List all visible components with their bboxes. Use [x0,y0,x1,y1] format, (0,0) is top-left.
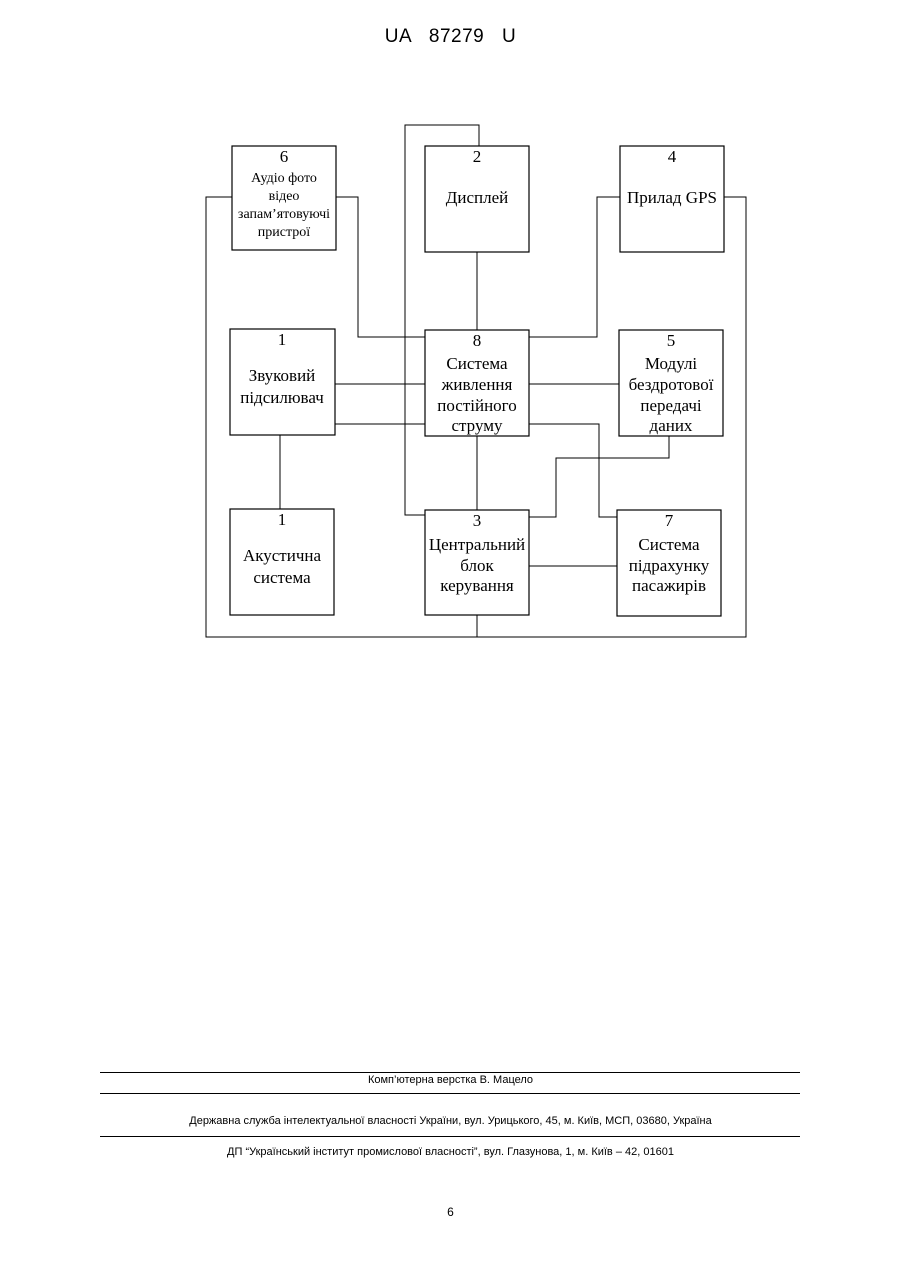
block-wireless-modules: 5 Модулі бездротової передачі даних [619,330,723,436]
block-label-line: система [253,568,311,587]
block-number: 8 [473,331,482,350]
block-label-line: Акустична [243,546,322,565]
block-label-line: підрахунку [629,556,710,575]
block-number: 2 [473,147,482,166]
footer-rule [100,1136,800,1137]
block-passenger-counter: 7 Система підрахунку пасажирів [617,510,721,616]
block-number: 3 [473,511,482,530]
block-number: 6 [280,147,289,166]
block-label-line: блок [460,556,494,575]
wire-audio-power [336,197,425,337]
block-amplifier: 1 Звуковий підсилювач [230,329,335,435]
block-number: 4 [668,147,677,166]
footer-rule [100,1072,800,1073]
institute-address: ДП “Український інститут промислової вла… [0,1146,901,1158]
block-label-line: пристрої [258,225,310,240]
page-number: 6 [0,1205,901,1219]
layout-credit: Комп’ютерна верстка В. Мацело [0,1074,901,1086]
wire-power-counter [529,424,617,517]
wire-gps-power [529,197,620,337]
block-label-line: відео [269,189,300,204]
office-address: Державна служба інтелектуальної власност… [0,1115,901,1127]
block-label-line: струму [452,416,503,435]
block-label-line: живлення [441,375,513,394]
block-label-line: керування [440,576,514,595]
block-acoustic-system: 1 Акустична система [230,509,334,615]
block-label-line: Центральний [429,535,525,554]
block-diagram: 6 Аудіо фото відео запам’ятовуючі пристр… [0,0,901,700]
block-label-line: Прилад GPS [627,188,717,207]
block-label-line: Модулі [645,354,698,373]
block-label-line: даних [650,416,693,435]
block-label-line: пасажирів [632,576,706,595]
block-number: 7 [665,511,674,530]
block-number: 1 [278,330,287,349]
block-label-line: Система [638,535,700,554]
block-display: 2 Дисплей [425,146,529,252]
block-label-line: Система [446,354,508,373]
footer-rule [100,1093,800,1094]
block-central-control: 3 Центральний блок керування [425,510,529,615]
block-label-line: Звуковий [249,366,316,385]
block-label-line: бездротової [629,375,714,394]
block-label-line: підсилювач [240,388,324,407]
block-label-line: запам’ятовуючі [238,207,330,222]
block-label-line: постійного [437,396,516,415]
block-number: 5 [667,331,676,350]
block-label-line: передачі [640,396,702,415]
block-power-supply: 8 Система живлення постійного струму [425,330,529,436]
block-audio-video-storage: 6 Аудіо фото відео запам’ятовуючі пристр… [232,146,336,250]
block-label-line: Дисплей [446,188,508,207]
block-gps: 4 Прилад GPS [620,146,724,252]
block-label-line: Аудіо фото [251,171,317,186]
block-number: 1 [278,510,287,529]
